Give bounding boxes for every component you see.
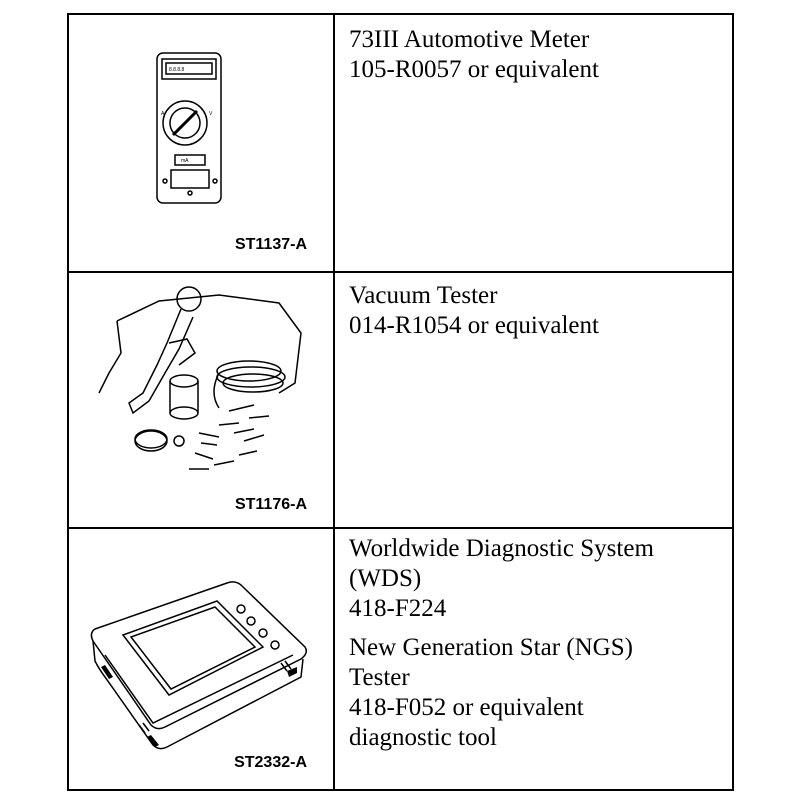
svg-text:V: V: [209, 111, 213, 117]
multimeter-icon: 8.8.8.8 V A mA: [156, 52, 222, 204]
tool-row: ST2332-A Worldwide Diagnostic System (WD…: [69, 529, 732, 789]
tool-name-continued: Tester: [349, 664, 410, 691]
tool-image-cell: ST2332-A: [69, 529, 335, 789]
tool-name-abbreviation: (WDS): [349, 565, 422, 592]
tool-image-cell: 8.8.8.8 V A mA ST1137-A: [69, 15, 335, 271]
tool-description-cell: Vacuum Tester 014-R1054 or equivalent: [335, 273, 732, 527]
vacuum-tester-icon: [98, 286, 302, 470]
svg-text:mA: mA: [181, 158, 189, 164]
tool-part-number: 105-R0057 or equivalent: [349, 56, 599, 83]
diagnostic-tool-icon: [90, 581, 308, 750]
tool-row: ST1176-A Vacuum Tester 014-R1054 or equi…: [69, 273, 732, 529]
figure-code: ST2332-A: [234, 754, 307, 771]
tool-name: Vacuum Tester: [349, 282, 498, 309]
tool-name: 73III Automotive Meter: [349, 26, 590, 53]
tool-entry-ngs: New Generation Star (NGS) Tester 418-F05…: [349, 633, 633, 753]
tool-description-cell: 73III Automotive Meter 105-R0057 or equi…: [335, 15, 732, 271]
tool-image-cell: ST1176-A: [69, 273, 335, 527]
tool-name: New Generation Star (NGS): [349, 634, 633, 661]
tool-part-number: 418-F224: [349, 595, 447, 622]
svg-text:A: A: [161, 111, 165, 117]
tool-part-number: 014-R1054 or equivalent: [349, 312, 599, 339]
svg-text:8.8.8.8: 8.8.8.8: [169, 67, 185, 73]
tool-part-number: 418-F052 or equivalent: [349, 694, 584, 721]
tool-name: Worldwide Diagnostic System: [349, 535, 654, 562]
tool-row: 8.8.8.8 V A mA ST1137-A 73III Automotive…: [69, 15, 732, 273]
tool-entry-wds: Worldwide Diagnostic System (WDS) 418-F2…: [349, 534, 654, 624]
tool-description-cell: Worldwide Diagnostic System (WDS) 418-F2…: [335, 529, 732, 789]
figure-code: ST1176-A: [234, 496, 307, 513]
tool-description: diagnostic tool: [349, 724, 497, 751]
special-tools-table: 8.8.8.8 V A mA ST1137-A 73III Automotive…: [67, 13, 734, 791]
figure-code: ST1137-A: [234, 236, 307, 253]
